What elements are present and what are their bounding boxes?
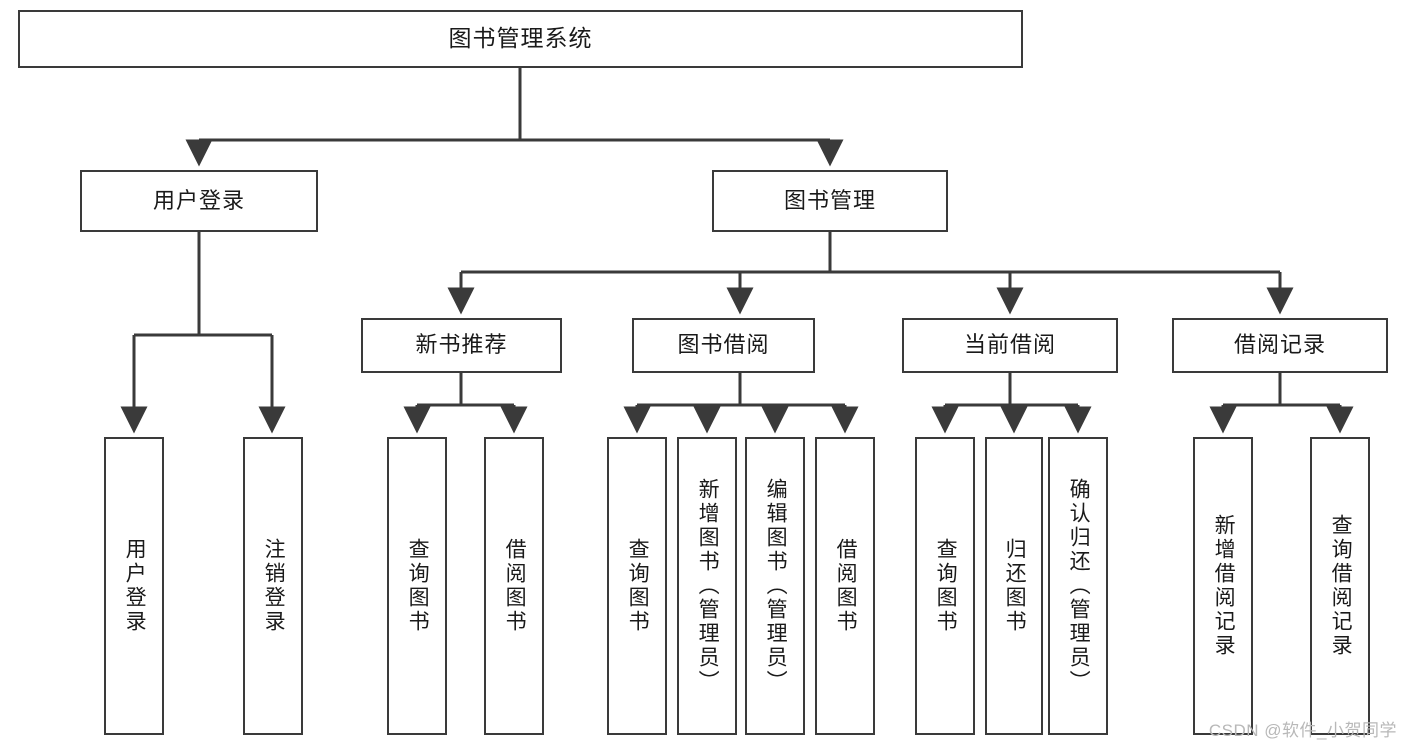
node-leaf-return-book-label: 归还图书 [1003,538,1027,634]
node-book-borrow-label: 图书借阅 [677,332,770,358]
node-leaf-user-logout-label: 注销登录 [262,538,286,634]
node-leaf-add-book-label: 新增图书（管理员） [696,478,720,694]
node-leaf-user-login-label: 用户登录 [123,538,147,634]
node-current-borrow-label: 当前借阅 [963,332,1056,358]
node-leaf-edit-book[interactable]: 编辑图书（管理员） [745,437,805,735]
node-leaf-query-book-cur-label: 查询图书 [934,538,958,634]
node-new-book-recommend-label: 新书推荐 [415,332,508,358]
node-user-login[interactable]: 用户登录 [80,170,318,232]
node-leaf-query-book-bor-label: 查询图书 [626,538,650,634]
node-leaf-query-book-bor[interactable]: 查询图书 [607,437,667,735]
node-book-manage[interactable]: 图书管理 [712,170,948,232]
node-root[interactable]: 图书管理系统 [18,10,1023,68]
node-leaf-add-record-label: 新增借阅记录 [1212,514,1236,658]
node-leaf-confirm-return[interactable]: 确认归还（管理员） [1048,437,1108,735]
node-new-book-recommend[interactable]: 新书推荐 [361,318,562,373]
watermark: CSDN @软件_小贺同学 [1208,721,1397,740]
node-leaf-borrow-book-label: 借阅图书 [834,538,858,634]
node-current-borrow[interactable]: 当前借阅 [902,318,1118,373]
node-leaf-query-book-cur[interactable]: 查询图书 [915,437,975,735]
node-leaf-return-book[interactable]: 归还图书 [985,437,1043,735]
node-book-manage-label: 图书管理 [783,187,876,213]
node-leaf-confirm-return-label: 确认归还（管理员） [1067,478,1091,694]
node-leaf-add-book[interactable]: 新增图书（管理员） [677,437,737,735]
node-leaf-query-book-rec-label: 查询图书 [406,538,430,634]
node-borrow-record-label: 借阅记录 [1233,332,1326,358]
node-leaf-borrow-book-rec[interactable]: 借阅图书 [484,437,544,735]
node-leaf-add-record[interactable]: 新增借阅记录 [1193,437,1253,735]
node-leaf-query-book-rec[interactable]: 查询图书 [387,437,447,735]
node-book-borrow[interactable]: 图书借阅 [632,318,815,373]
node-leaf-user-login[interactable]: 用户登录 [104,437,164,735]
node-leaf-edit-book-label: 编辑图书（管理员） [764,478,788,694]
node-leaf-borrow-book[interactable]: 借阅图书 [815,437,875,735]
node-root-label: 图书管理系统 [448,25,593,52]
node-borrow-record[interactable]: 借阅记录 [1172,318,1388,373]
node-user-login-label: 用户登录 [152,187,245,213]
node-leaf-borrow-book-rec-label: 借阅图书 [503,538,527,634]
node-leaf-user-logout[interactable]: 注销登录 [243,437,303,735]
node-leaf-query-record-label: 查询借阅记录 [1329,514,1353,658]
node-leaf-query-record[interactable]: 查询借阅记录 [1310,437,1370,735]
